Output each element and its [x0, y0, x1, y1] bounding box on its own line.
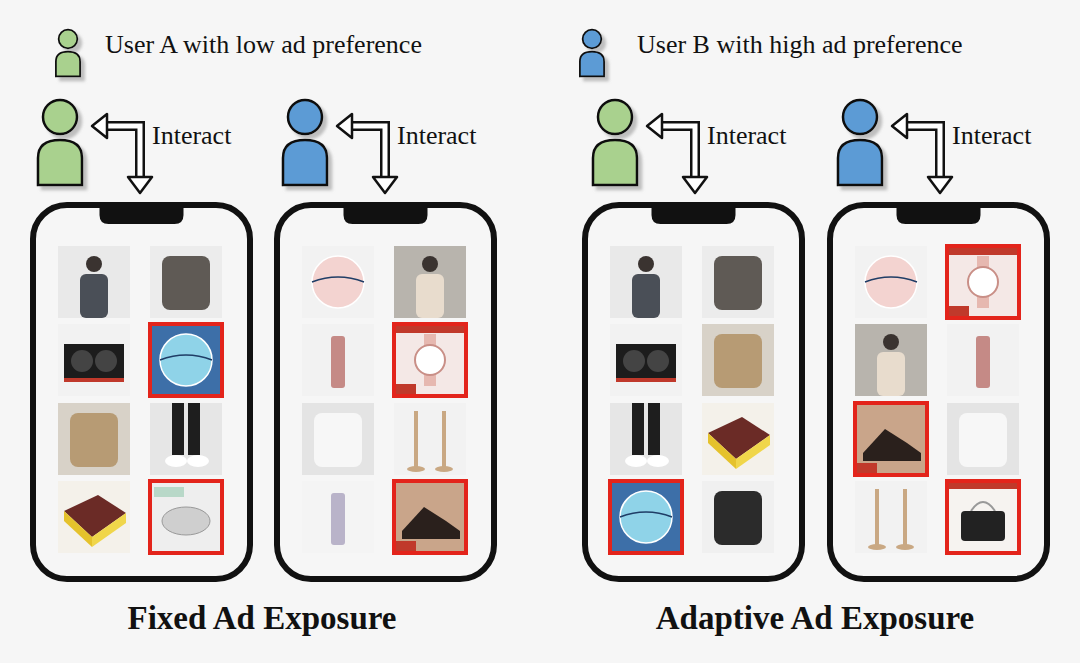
product-item	[610, 403, 682, 475]
product-item	[58, 481, 130, 553]
product-item	[702, 246, 774, 318]
product-item	[58, 246, 130, 318]
user-figure	[838, 100, 882, 185]
product-item	[702, 403, 774, 475]
product-item	[702, 324, 774, 396]
product-item	[302, 246, 374, 318]
phone-notch	[100, 205, 184, 224]
panel-title: Adaptive Ad Exposure	[656, 600, 974, 636]
panel-title: Fixed Ad Exposure	[128, 600, 397, 636]
user-figure	[38, 100, 82, 185]
user-figure	[593, 100, 637, 185]
phone	[33, 205, 250, 579]
interact-arrow	[92, 114, 152, 193]
product-item	[302, 324, 374, 396]
product-item	[855, 324, 927, 396]
user-a-icon	[56, 30, 80, 77]
phone-notch	[897, 205, 981, 224]
phone-notch	[652, 205, 736, 224]
product-item	[947, 403, 1019, 475]
user-figure	[283, 100, 327, 185]
legend-text: User A with low ad preference	[105, 30, 422, 59]
phone	[585, 205, 802, 579]
phone	[830, 205, 1047, 579]
phone-notch	[344, 205, 428, 224]
product-item	[302, 403, 374, 475]
ad-item	[394, 324, 466, 396]
ad-item	[947, 246, 1019, 318]
phone	[277, 205, 494, 579]
product-item	[610, 246, 682, 318]
interact-label: Interact	[952, 121, 1031, 150]
product-item	[855, 246, 927, 318]
ad-item	[855, 403, 927, 475]
product-item	[947, 324, 1019, 396]
ad-item	[610, 481, 682, 553]
ad-item	[947, 481, 1019, 553]
product-item	[394, 246, 466, 318]
legend-text: User B with high ad preference	[637, 30, 963, 59]
interact-arrow	[337, 114, 397, 193]
product-item	[702, 481, 774, 553]
product-item	[58, 324, 130, 396]
user-b-icon	[580, 30, 604, 77]
product-item	[58, 403, 130, 475]
product-item	[150, 246, 222, 318]
product-item	[150, 403, 222, 475]
product-item	[855, 481, 927, 553]
interact-label: Interact	[152, 121, 231, 150]
interact-arrow	[892, 114, 952, 193]
product-item	[610, 324, 682, 396]
product-item	[302, 481, 374, 553]
ad-item	[150, 324, 222, 396]
ad-item	[394, 481, 466, 553]
interact-label: Interact	[397, 121, 476, 150]
interact-label: Interact	[707, 121, 786, 150]
ad-item	[150, 481, 222, 553]
product-item	[394, 403, 466, 475]
interact-arrow	[647, 114, 707, 193]
